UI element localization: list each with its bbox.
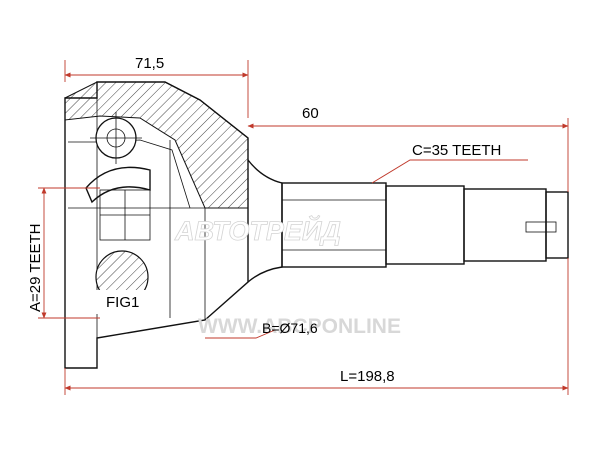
dim-housing-length [64,60,249,118]
inner-spline-label: A=29 TEETH [27,223,44,312]
bearing-diameter-label: B=Ø71,6 [262,320,318,336]
inner-race [85,166,151,241]
total-length-label: L=198,8 [340,368,395,385]
housing-section-top [64,81,249,209]
figure-label: FIG1 [106,294,139,311]
outer-spline-label: C=35 TEETH [412,142,501,159]
outer-spline-leader [371,159,528,184]
shaft-length-label: 60 [302,105,319,122]
fig1-section-icon [95,250,149,314]
dim-total-length [64,258,569,395]
watermark-bottom: WWW.ABCPONLINE [198,315,401,338]
shaft [281,182,569,268]
dim-inner-spline [38,187,100,319]
bearing-leader [205,329,276,339]
housing-length-label: 71,5 [135,55,164,72]
dim-shaft-length [247,118,569,192]
watermark-top: АВТОТРЕЙД [174,214,341,246]
ball-icon [90,112,142,164]
